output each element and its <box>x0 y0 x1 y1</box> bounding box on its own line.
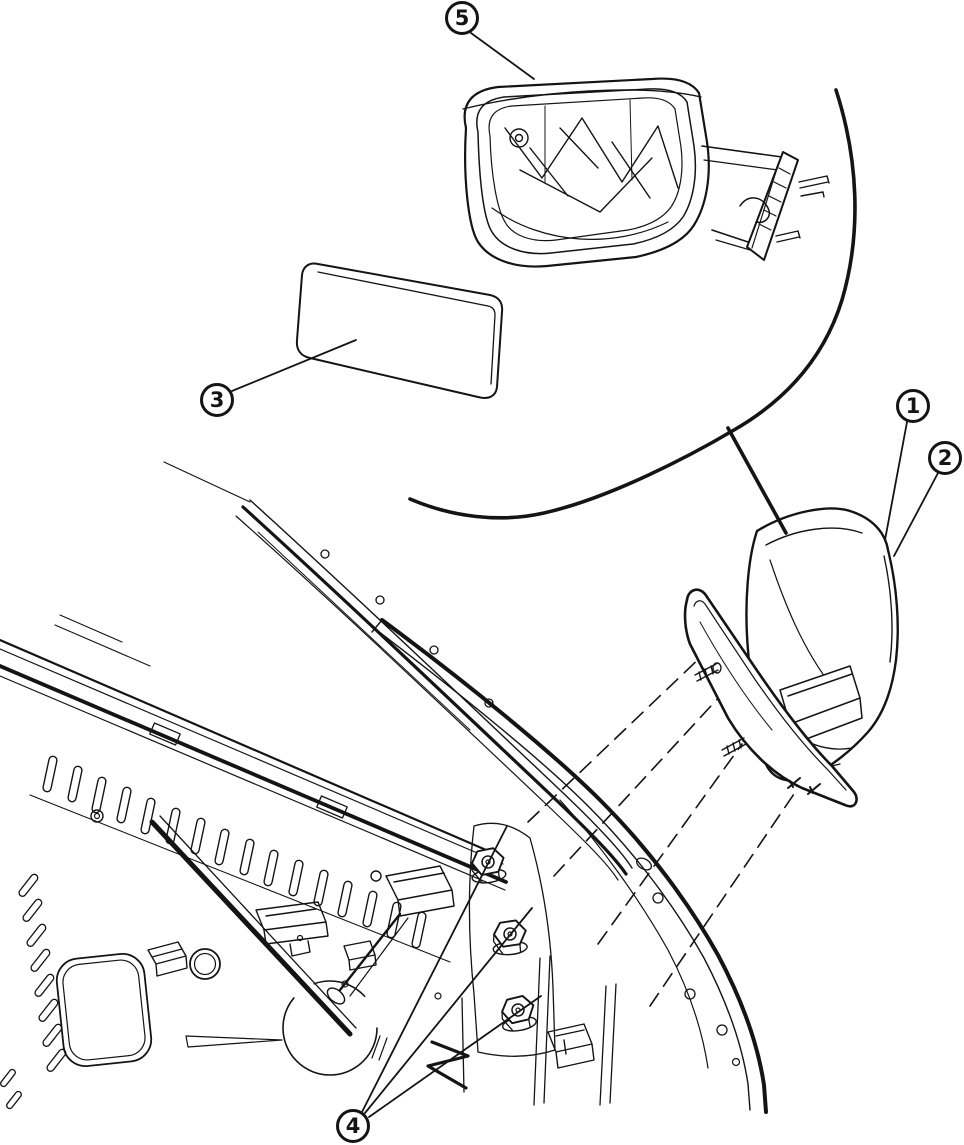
callout-4-label: 4 <box>345 1113 361 1138</box>
leader-1 <box>884 421 908 541</box>
housing-outline <box>463 77 710 268</box>
callout-4: 4 <box>336 1109 370 1143</box>
break-zigzag-mark <box>426 1040 470 1090</box>
leader-2 <box>893 472 939 557</box>
mounting-bracket-drawing <box>701 145 830 261</box>
window-frame-drawing <box>163 461 768 1114</box>
door-panel-drawing <box>0 614 617 1110</box>
bracket-stud <box>798 175 830 189</box>
panel-brackets <box>147 865 455 1005</box>
panel-square-opening <box>55 952 153 1068</box>
detail-pointer-line <box>726 426 788 535</box>
callout-2: 2 <box>928 441 962 475</box>
callout-1-label: 1 <box>905 393 921 418</box>
mounting-dashed-lines <box>527 651 799 1007</box>
mirror-base-block <box>779 665 863 745</box>
exploded-housing-drawing <box>462 77 830 268</box>
sail-mount-studs <box>694 662 821 795</box>
callout-3: 3 <box>200 383 234 417</box>
housing-actuator-truss <box>491 99 679 240</box>
sail-mount-outline <box>683 588 858 808</box>
callout-leader-lines <box>231 32 939 1118</box>
callout-5-label: 5 <box>454 5 470 30</box>
leader-3 <box>231 339 357 392</box>
bracket-stud <box>800 191 825 198</box>
leader-4a <box>361 825 508 1113</box>
callout-1: 1 <box>896 389 930 423</box>
panel-edge-slots <box>0 873 67 1110</box>
leader-4b <box>364 907 533 1114</box>
mirror-glass-outline <box>295 262 504 399</box>
leader-4c <box>368 995 542 1118</box>
sail-mount-drawing <box>683 588 858 808</box>
assembled-mirror-drawing <box>683 507 899 808</box>
callout-5: 5 <box>445 1 479 35</box>
mirror-glass-drawing <box>295 262 504 399</box>
callout-3-label: 3 <box>209 387 225 412</box>
detail-arc <box>408 88 857 535</box>
callout-2-label: 2 <box>937 445 953 470</box>
panel-vent-slots <box>42 755 427 949</box>
leader-5 <box>470 32 535 80</box>
bracket-stud <box>775 230 801 243</box>
